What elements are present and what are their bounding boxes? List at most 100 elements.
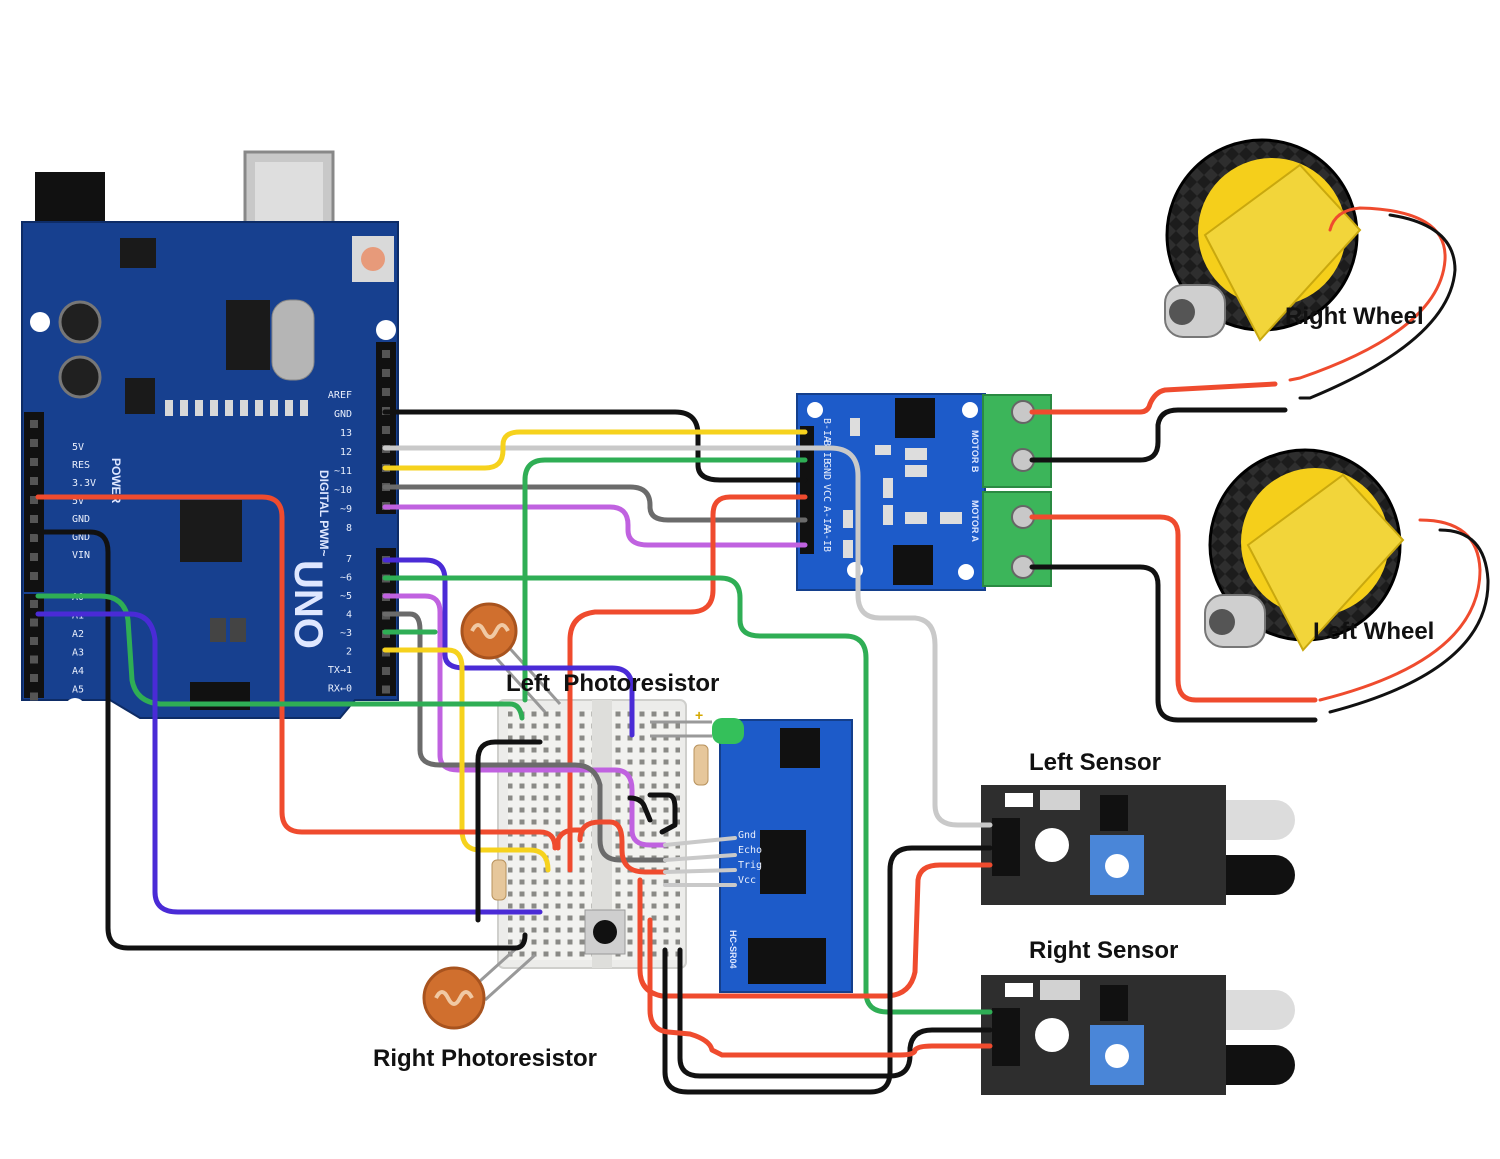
digital-pin-label: TX→1 — [328, 665, 352, 676]
right-gear-motor — [1203, 163, 1362, 342]
header-pin-hole — [30, 600, 38, 608]
driver-pin-header — [800, 426, 814, 554]
ultrasonic-model: HC-SR04 — [728, 930, 738, 969]
header-pin-hole — [30, 692, 38, 701]
digital-header-low — [376, 548, 396, 696]
mounting-hole — [30, 312, 50, 332]
wire-4-darkgray — [382, 611, 668, 863]
right-ir-emitter — [1226, 990, 1295, 1030]
header-pin-hole — [30, 439, 38, 447]
wire-6-green — [382, 575, 993, 1015]
status-led: + — [650, 707, 744, 744]
driver-pin-label: A-IB — [821, 528, 832, 552]
resistor — [491, 859, 507, 901]
right-ir-sensor — [981, 975, 1295, 1095]
digital-pin-label: DIGITAL PWM~ — [317, 470, 331, 557]
right-photoresistor — [422, 943, 537, 1030]
power-pin-label: 3.3V — [72, 478, 96, 489]
wire-breadboard-black — [647, 792, 678, 835]
ultrasonic-pin-label: Echo — [738, 845, 762, 856]
crystal-oscillator — [271, 299, 315, 381]
arduino-uno-board: UNO DIGITAL PWM~ POWER 5VRES3.3V5VGNDGND… — [21, 150, 811, 719]
wire-2-yellow — [382, 647, 551, 873]
header-pin-hole — [30, 458, 38, 466]
wire-driver-green-to-sensor — [522, 457, 808, 703]
wire-left-motor-leads — [1318, 518, 1482, 702]
right-photoresistor-cell — [422, 966, 486, 1030]
smd-resistors — [165, 400, 308, 642]
header-pin-hole — [382, 388, 390, 396]
digital-pin-label: 8 — [346, 523, 352, 534]
wire-11-to-driver — [382, 484, 808, 523]
left-wheel-label: Left Wheel — [1313, 618, 1434, 645]
header-pin-hole — [30, 674, 38, 682]
atmega-chip — [180, 500, 242, 562]
driver-chip — [893, 545, 933, 585]
wire-us-red-lower — [637, 862, 993, 999]
digital-pin-label: 2 — [346, 647, 352, 658]
wire-us-header — [663, 836, 737, 887]
header-pin-hole — [30, 655, 38, 664]
wire-5v-red — [35, 494, 558, 851]
digital-pin-label: RX←0 — [328, 684, 352, 695]
digital-pin-label: ~3 — [340, 628, 352, 639]
ultrasonic-pin-label: Gnd — [738, 830, 756, 841]
header-pin-hole — [30, 477, 38, 485]
svg-text:+: + — [695, 707, 703, 723]
left-ir-receiver — [1226, 855, 1295, 895]
digital-pin-label: 13 — [340, 428, 352, 439]
power-header-label: POWER — [109, 458, 123, 504]
digital-pin-label: ~10 — [334, 485, 352, 496]
wire-breadboard-red — [555, 827, 585, 851]
driver-pin-label: A-IA — [821, 506, 832, 530]
ultrasonic-chip — [760, 830, 806, 894]
right-ir-receiver — [1226, 1045, 1295, 1085]
wire-a0-green — [35, 593, 525, 721]
motor-a-mark: MOTOR A — [970, 500, 980, 542]
digital-pin-label: 4 — [346, 610, 352, 621]
header-pin-hole — [30, 618, 38, 627]
header-pin-hole — [30, 496, 38, 504]
wire-5-purple — [382, 593, 668, 848]
power-pin-label: VIN — [72, 550, 90, 561]
right-wheel-label: Right Wheel — [1285, 303, 1424, 330]
wire-breadboard-black — [627, 795, 653, 823]
power-pin-label: 5V — [72, 496, 84, 507]
wire-right-motor-red — [1029, 381, 1278, 415]
wires — [35, 206, 1490, 1095]
wire-right-motor-leads — [1298, 213, 1457, 400]
wire-7-indigo — [382, 557, 635, 738]
driver-pin-label: B-IA — [821, 418, 832, 442]
wire-left-motor-red — [1029, 514, 1318, 703]
digital-pin-label: 7 — [346, 554, 352, 565]
header-pin-hole — [382, 685, 390, 694]
right-photoresistor-label: Right Photoresistor — [373, 1045, 597, 1072]
analog-header — [24, 594, 44, 698]
wire-driver-red-vcc — [567, 494, 808, 873]
wire-us-black — [662, 845, 993, 1095]
analog-pin-label: A4 — [72, 666, 84, 677]
wire-a1-indigo — [35, 611, 543, 915]
header-pin-hole — [30, 420, 38, 428]
left-ir-emitter — [1226, 800, 1295, 840]
wire-12-to-driver — [382, 429, 808, 471]
header-pin-hole — [382, 369, 390, 377]
right-sensor-label: Right Sensor — [1029, 937, 1178, 964]
header-pin-hole — [30, 515, 38, 523]
wire-10-to-driver — [382, 504, 808, 548]
digital-pin-label: ~5 — [340, 591, 352, 602]
right-sensor-header — [992, 1008, 1020, 1066]
header-pin-hole — [30, 553, 38, 561]
header-pin-hole — [382, 350, 390, 358]
digital-pin-label: GND — [334, 409, 352, 420]
ultrasonic-pin-label: Trig — [738, 860, 762, 871]
header-pin-hole — [30, 572, 38, 580]
power-pin-label: RES — [72, 460, 90, 471]
digital-pin-label: AREF — [328, 390, 352, 401]
